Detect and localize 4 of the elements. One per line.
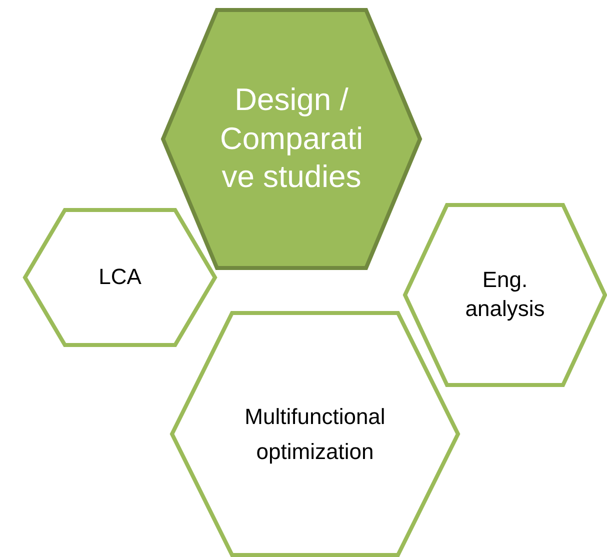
hexagon-label: Eng. analysis — [464, 266, 546, 323]
hexagon-label: LCA — [98, 263, 142, 292]
hexagon-label: Multifunctional optimization — [244, 402, 386, 466]
hexagon-label: Design / Comparative studies — [219, 80, 364, 196]
